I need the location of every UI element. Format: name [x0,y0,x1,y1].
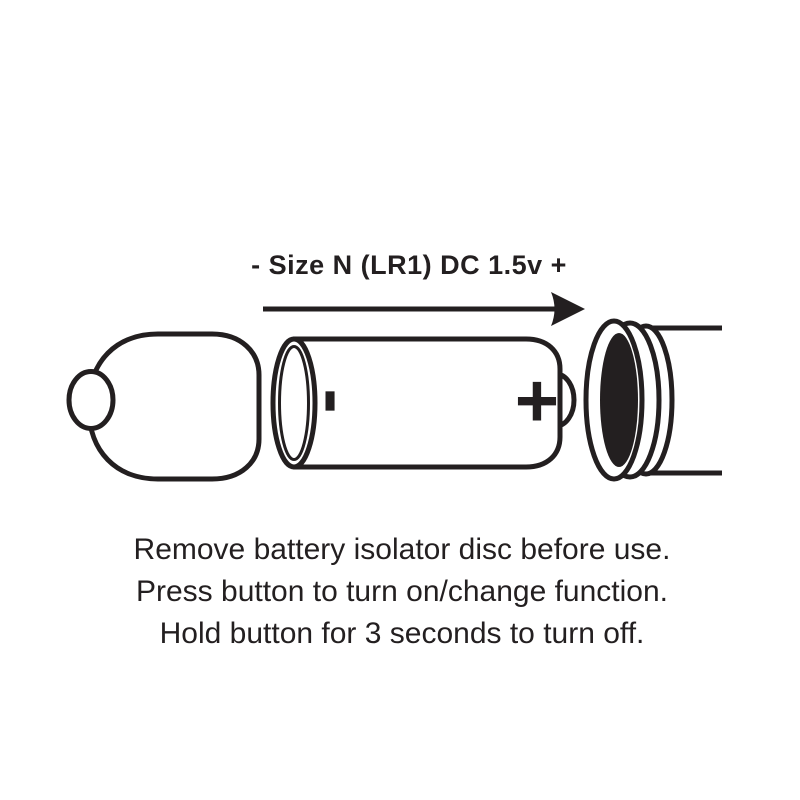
battery-body [291,336,563,470]
positive-terminal-marking: + [515,359,559,444]
instruction-line-2: Press button to turn on/change function. [135,575,669,608]
arrow-head-icon [551,292,585,326]
battery-cap [66,331,262,482]
battery-isolator-disc [600,333,638,467]
insert-direction-arrow [263,292,585,326]
battery: - + [270,336,577,470]
power-button [66,369,116,431]
battery-negative-end-inner-ring [278,345,310,461]
battery-spec-label: - Size N (LR1) DC 1.5v + [251,250,567,280]
cap-outline [86,331,262,482]
negative-terminal-marking: - [294,388,379,413]
instruction-text: Remove battery isolator disc before use.… [2,529,800,655]
device-body [583,318,722,482]
instruction-line-3: Hold button for 3 seconds to turn off. [159,617,645,650]
instruction-line-1: Remove battery isolator disc before use. [133,533,671,566]
